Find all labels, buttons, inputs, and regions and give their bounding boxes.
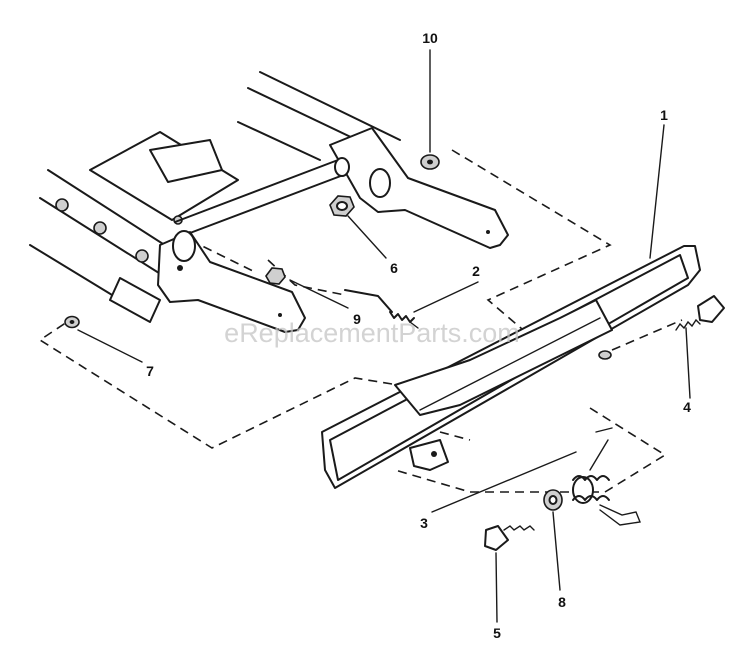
left-frame-rail <box>29 131 239 323</box>
left-lift-arm <box>157 230 306 333</box>
callout-4: 4 <box>683 399 691 415</box>
bumper-part-1 <box>321 245 701 489</box>
callout-6: 6 <box>390 260 398 276</box>
callout-labels: 10 1 2 6 9 7 4 3 8 5 <box>146 30 691 641</box>
callout-2: 2 <box>472 263 480 279</box>
spring-part-2 <box>344 289 419 329</box>
right-frame-rail <box>237 71 509 249</box>
callout-5: 5 <box>493 625 501 641</box>
callout-9: 9 <box>353 311 361 327</box>
assembly-guide-lines <box>38 149 683 493</box>
hex-nut-part-6 <box>329 195 355 217</box>
flat-washer-part-8 <box>543 489 563 511</box>
leader-lines <box>77 49 691 623</box>
cross-shaft <box>174 157 350 237</box>
compression-spring-part-3 <box>572 427 641 526</box>
callout-10: 10 <box>422 30 438 46</box>
lock-nut-part-7 <box>64 315 80 329</box>
callout-1: 1 <box>660 107 668 123</box>
nut-near-arm <box>265 267 286 285</box>
callout-7: 7 <box>146 363 154 379</box>
bolt-part-5 <box>484 525 535 551</box>
callout-3: 3 <box>420 515 428 531</box>
flat-washer-part-10 <box>420 154 440 170</box>
callout-8: 8 <box>558 594 566 610</box>
bolt-part-4 <box>675 295 725 331</box>
watermark: eReplacementParts.com <box>224 318 520 348</box>
